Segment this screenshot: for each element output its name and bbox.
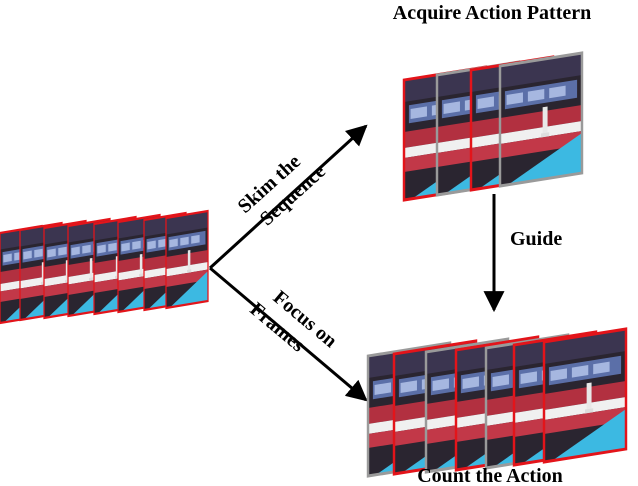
bottom-title: Count the Action: [417, 465, 563, 486]
top-frame-stack: [402, 51, 584, 202]
focus-arrow: [209, 266, 368, 402]
top-title: Acquire Action Pattern: [393, 2, 592, 24]
bottom-frame-stack: [366, 327, 628, 478]
video-frame-icon: [542, 327, 628, 464]
input-sequence-stack: [0, 209, 209, 325]
video-frame-icon: [498, 51, 584, 188]
guide-label: Guide: [510, 228, 562, 250]
skim-arrow: [208, 124, 368, 270]
video-frame-icon: [165, 209, 209, 310]
